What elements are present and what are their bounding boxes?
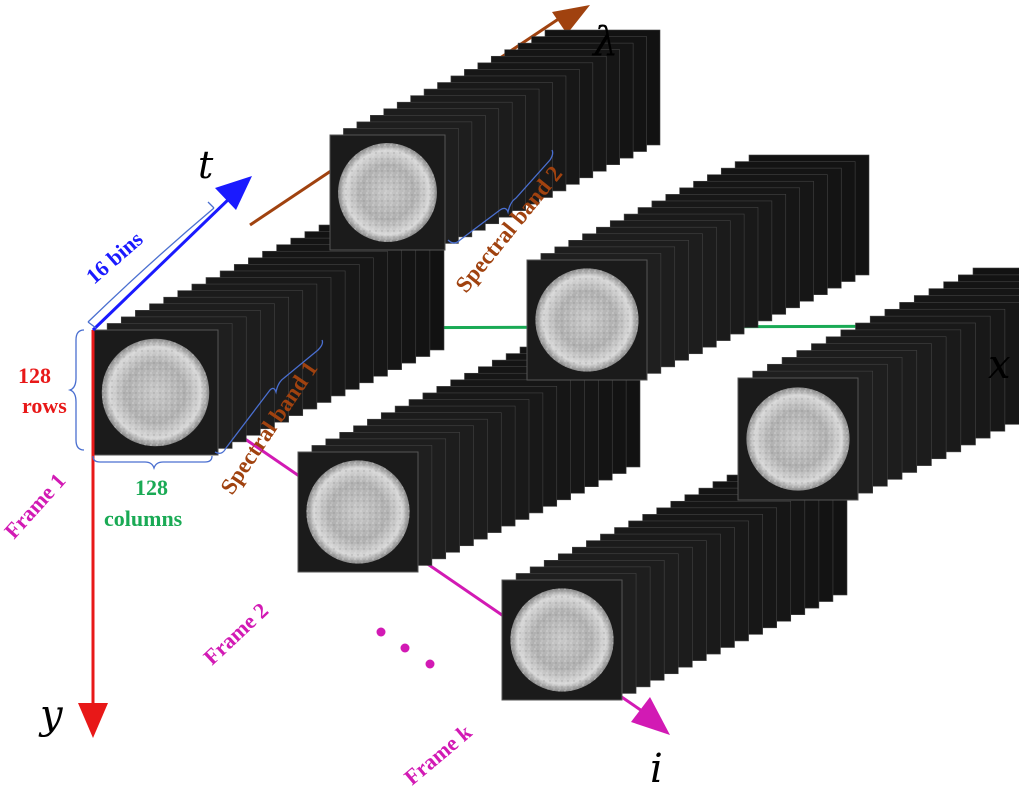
i-axis-label: i: [650, 746, 663, 792]
columns-word-label: columns: [104, 506, 183, 531]
y-axis: [78, 330, 108, 738]
t-axis-label: t: [198, 143, 214, 187]
cube-frame1-band1: [92, 224, 445, 456]
frame-1-label: Frame 1: [0, 468, 70, 543]
ellipsis-dots: [376, 627, 435, 669]
columns-count-label: 128: [135, 475, 168, 500]
lambda-axis-label: λ: [591, 19, 618, 65]
band1-brace: [214, 339, 324, 454]
cube-framek-band1: [501, 474, 848, 701]
frame-2-label: Frame 2: [198, 598, 273, 670]
columns-brace: [92, 455, 213, 471]
band2-brace: [447, 149, 554, 244]
cube-frame1-band2: [329, 29, 661, 251]
cube-frame1-bandn: [737, 267, 1019, 501]
rows-brace: [67, 329, 85, 451]
rows-count-label: 128: [18, 363, 51, 388]
t-axis: [91, 176, 252, 332]
x-axis-label: x: [988, 342, 1011, 388]
bins-brace: [87, 201, 215, 329]
frame-k-label: Frame k: [399, 719, 477, 790]
rows-word-label: rows: [22, 393, 67, 418]
cube-frame1-band3: [526, 154, 870, 381]
cube-frame2-band1: [297, 346, 641, 573]
braces: [67, 149, 554, 471]
bins-label: 16 bins: [81, 226, 148, 289]
y-axis-label: y: [38, 692, 64, 738]
